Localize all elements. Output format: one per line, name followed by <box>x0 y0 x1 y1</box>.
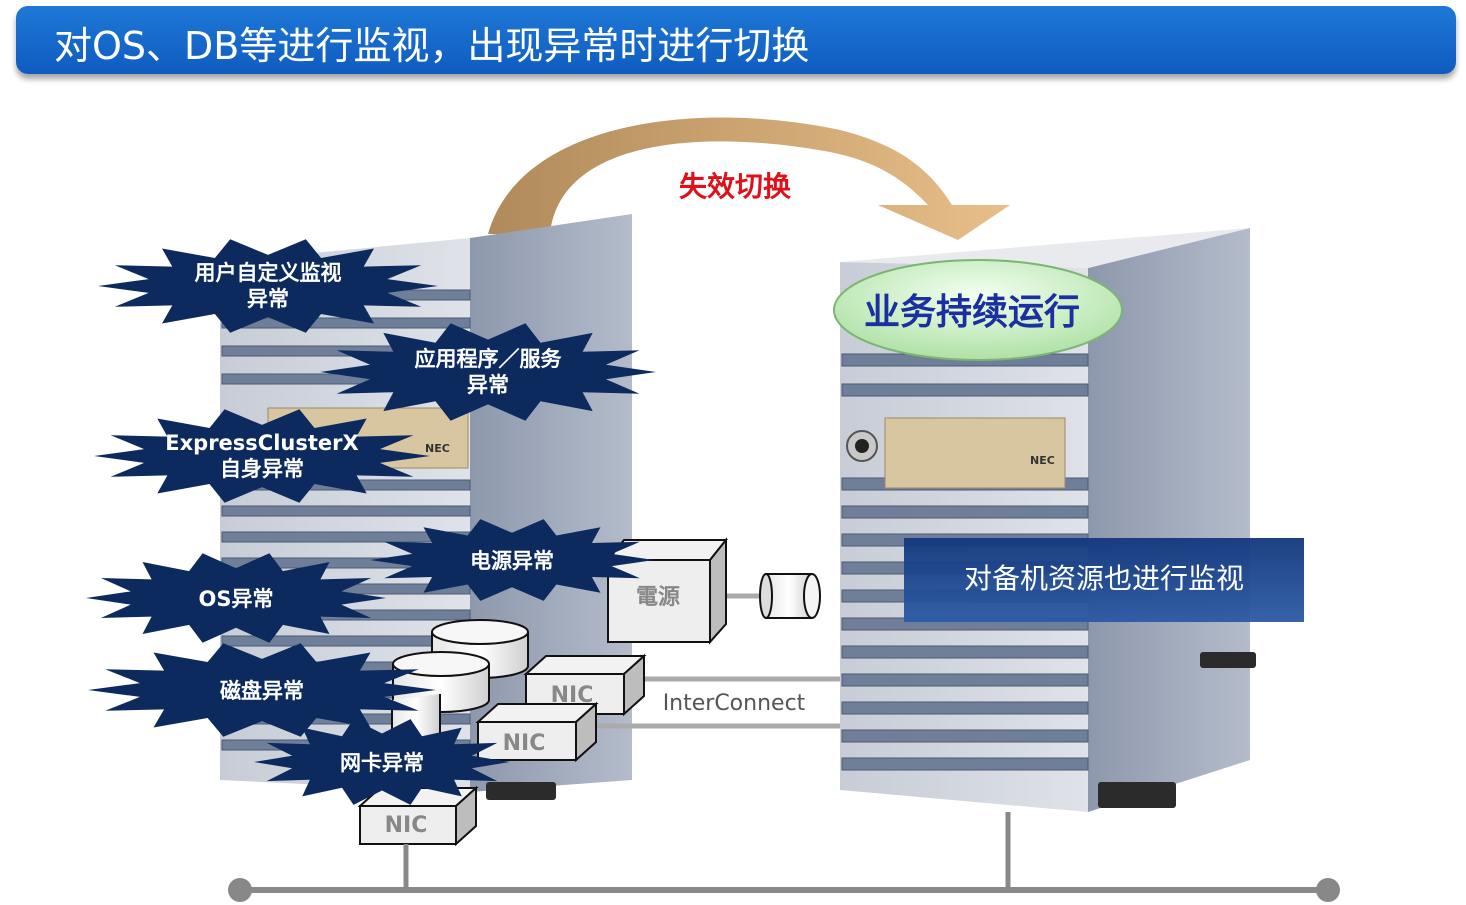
page-title: 对OS、DB等进行监视，出现异常时进行切换 <box>54 24 810 68</box>
fault-label: 网卡异常 <box>340 751 424 775</box>
fault-bursts: 用户自定义监视异常应用程序／服务异常ExpressClusterX自身异常电源异… <box>86 239 656 805</box>
fault-label: 应用程序／服务 <box>415 347 563 371</box>
fault-label: OS异常 <box>199 587 274 611</box>
disk-stack-icon <box>391 619 529 740</box>
failover-label: 失效切换 <box>679 170 792 203</box>
burst-shape <box>370 519 654 601</box>
standby-server: NEC <box>840 228 1256 812</box>
fault-label-line2: 异常 <box>247 287 289 311</box>
fault-burst: 网卡异常 <box>254 719 510 805</box>
power-box: 電源 <box>605 537 729 645</box>
burst-shape <box>94 409 430 503</box>
failover-arrow <box>488 117 1010 240</box>
nic-label: NIC <box>503 731 546 756</box>
fault-burst: OS异常 <box>86 553 386 643</box>
standby-monitor-label: 对备机资源也进行监视 <box>964 562 1244 595</box>
fault-label-line2: 自身异常 <box>220 457 304 481</box>
nic-card: NIC <box>357 785 479 847</box>
fault-label: ExpressClusterX <box>165 431 358 455</box>
power-box-label: 電源 <box>636 585 680 610</box>
burst-shape <box>98 239 438 333</box>
burst-shape <box>320 323 656 421</box>
fault-label: 用户自定义监视 <box>195 261 342 285</box>
fault-label-line2: 异常 <box>467 373 509 397</box>
burst-shape <box>254 719 510 805</box>
fault-label: 磁盘异常 <box>220 679 304 703</box>
standby-monitor-callout <box>904 538 1304 622</box>
burst-shape <box>88 643 436 737</box>
nic-card: NIC <box>475 701 599 763</box>
server-logo: NEC <box>425 442 450 455</box>
fault-label: 电源异常 <box>470 549 554 573</box>
running-badge <box>833 259 1123 361</box>
title-bar: 对OS、DB等进行监视，出现异常时进行切换 <box>16 6 1456 74</box>
power-plug-icon <box>759 573 821 619</box>
interconnect-label: InterConnect <box>663 691 806 716</box>
fault-burst: 磁盘异常 <box>88 643 436 737</box>
burst-shape <box>86 553 386 643</box>
fault-burst: 电源异常 <box>370 519 654 601</box>
lan-bus <box>228 812 1340 902</box>
nic-label: NIC <box>385 813 428 838</box>
server-logo-standby: NEC <box>1030 454 1055 467</box>
running-badge-label: 业务持续运行 <box>864 292 1080 333</box>
